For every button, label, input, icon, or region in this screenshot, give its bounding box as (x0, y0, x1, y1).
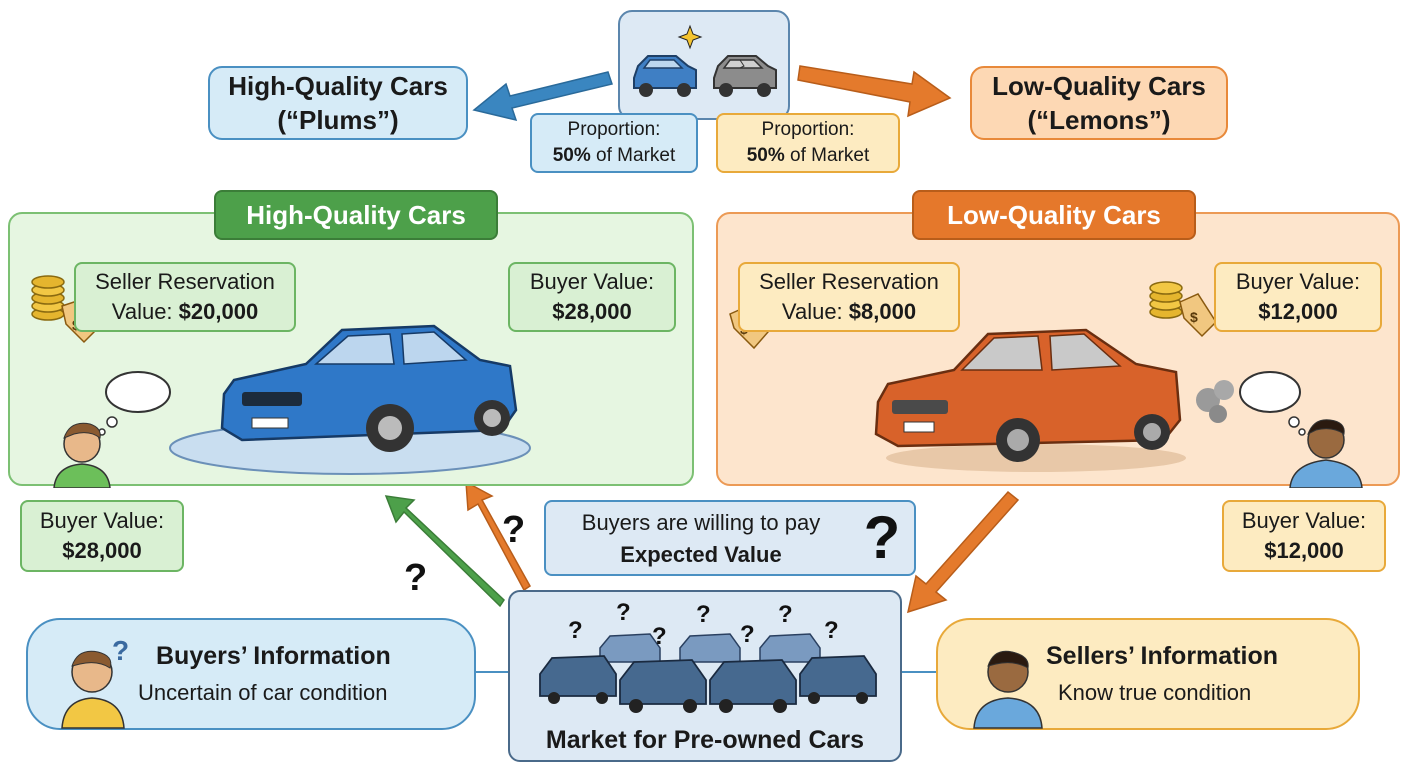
buyer-value-amount: $28,000 (62, 538, 142, 563)
market-box: ? ? ? ? ? ? ? Market for Pre-owned Cars (508, 590, 902, 762)
low-quality-title: Low-Quality Cars (992, 71, 1206, 101)
thought-bubble-icon (1239, 371, 1306, 436)
question-mark: ? (502, 509, 526, 551)
car-icon (169, 324, 531, 475)
buyer-value-amount: $28,000 (552, 299, 632, 324)
top-cars-panel (618, 10, 790, 120)
arrow-to-low-quality (797, 65, 952, 118)
buyer-value-label: Buyer Value: (529, 269, 655, 294)
high-quality-title: High-Quality Cars (228, 71, 448, 101)
exhaust-smoke-icon (1196, 380, 1234, 423)
proportion-high-value: 50% of Market (552, 145, 676, 166)
expected-question-mark: ? (863, 504, 901, 571)
buyers-information-box: ? Buyers’ Information Uncertain of car c… (26, 618, 476, 730)
arrow-market-to-high (384, 495, 505, 608)
low-quality-panel: $ $ (716, 212, 1400, 488)
market-label: Market for Pre-owned Cars (545, 726, 865, 754)
sellers-information-text: Know true condition (1058, 680, 1252, 705)
sellers-information-box: Sellers’ Information Know true condition (936, 618, 1360, 730)
proportion-label: Proportion: (567, 119, 661, 140)
proportion-high-box: Proportion: 50% of Market (530, 113, 698, 173)
person-icon (53, 422, 111, 488)
question-mark: ? (568, 617, 583, 644)
question-mark: ? (616, 599, 631, 626)
low-outside-buyer-value-box: Buyer Value: $12,000 (1222, 500, 1386, 572)
lemons-label: (“Lemons”) (1027, 105, 1171, 135)
person-icon: ? (61, 635, 129, 729)
arrow-market-to-high-orange (465, 480, 531, 592)
seller-reservation-value: Value: $8,000 (781, 299, 917, 324)
high-quality-panel: $ (8, 212, 694, 488)
expected-value-box: Buyers are willing to pay Expected Value… (544, 500, 916, 576)
arrow-low-to-market (906, 490, 1020, 614)
arrow-to-high-quality (472, 71, 613, 122)
question-mark: ? (404, 557, 428, 599)
thought-bubble-icon (98, 371, 171, 436)
question-mark: ? (778, 601, 793, 628)
sparkle-icon (677, 24, 703, 50)
high-seller-reservation-box: Seller Reservation Value: $20,000 (74, 262, 296, 332)
proportion-label: Proportion: (761, 119, 855, 140)
car-icon (874, 328, 1186, 472)
expected-value-line1: Buyers are willing to pay (581, 510, 821, 535)
person-icon (1289, 419, 1363, 488)
question-mark: ? (824, 617, 839, 644)
high-outside-buyer-value-box: Buyer Value: $28,000 (20, 500, 184, 572)
plums-label: (“Plums”) (277, 105, 399, 135)
expected-value-line2: Expected Value (620, 542, 782, 567)
buyer-value-amount: $12,000 (1264, 538, 1344, 563)
seller-reservation-value: Value: $20,000 (111, 299, 259, 324)
low-panel-title: Low-Quality Cars (947, 200, 1161, 230)
high-quality-plums-box: High-Quality Cars (“Plums”) (208, 66, 468, 140)
car-icon: ? ? ? ? ? ? ? (539, 599, 877, 713)
question-mark: ? (652, 623, 667, 650)
buyers-information-title: Buyers’ Information (156, 642, 391, 670)
car-icon (633, 24, 777, 97)
high-panel-header: High-Quality Cars (214, 190, 498, 240)
person-icon (973, 650, 1043, 729)
buyers-information-text: Uncertain of car condition (138, 680, 388, 705)
low-panel-header: Low-Quality Cars (912, 190, 1196, 240)
buyer-value-label: Buyer Value: (1241, 508, 1367, 533)
coins-icon (1149, 281, 1183, 319)
proportion-low-value: 50% of Market (746, 145, 870, 166)
high-buyer-value-box: Buyer Value: $28,000 (508, 262, 676, 332)
question-mark: ? (740, 621, 755, 648)
low-seller-reservation-box: Seller Reservation Value: $8,000 (738, 262, 960, 332)
low-quality-lemons-box: Low-Quality Cars (“Lemons”) (970, 66, 1228, 140)
proportion-low-box: Proportion: 50% of Market (716, 113, 900, 173)
low-buyer-value-box: Buyer Value: $12,000 (1214, 262, 1382, 332)
coins-icon (31, 275, 65, 321)
svg-text:$: $ (1190, 309, 1198, 325)
buyer-value-label: Buyer Value: (39, 508, 165, 533)
price-tag-icon: $ (1179, 293, 1217, 338)
svg-text:?: ? (112, 635, 129, 666)
buyer-value-label: Buyer Value: (1235, 269, 1361, 294)
seller-reservation-label: Seller Reservation (95, 269, 275, 294)
sellers-information-title: Sellers’ Information (1046, 642, 1279, 670)
buyer-value-amount: $12,000 (1258, 299, 1338, 324)
seller-reservation-label: Seller Reservation (759, 269, 939, 294)
question-mark: ? (696, 601, 711, 628)
high-panel-title: High-Quality Cars (246, 200, 466, 230)
